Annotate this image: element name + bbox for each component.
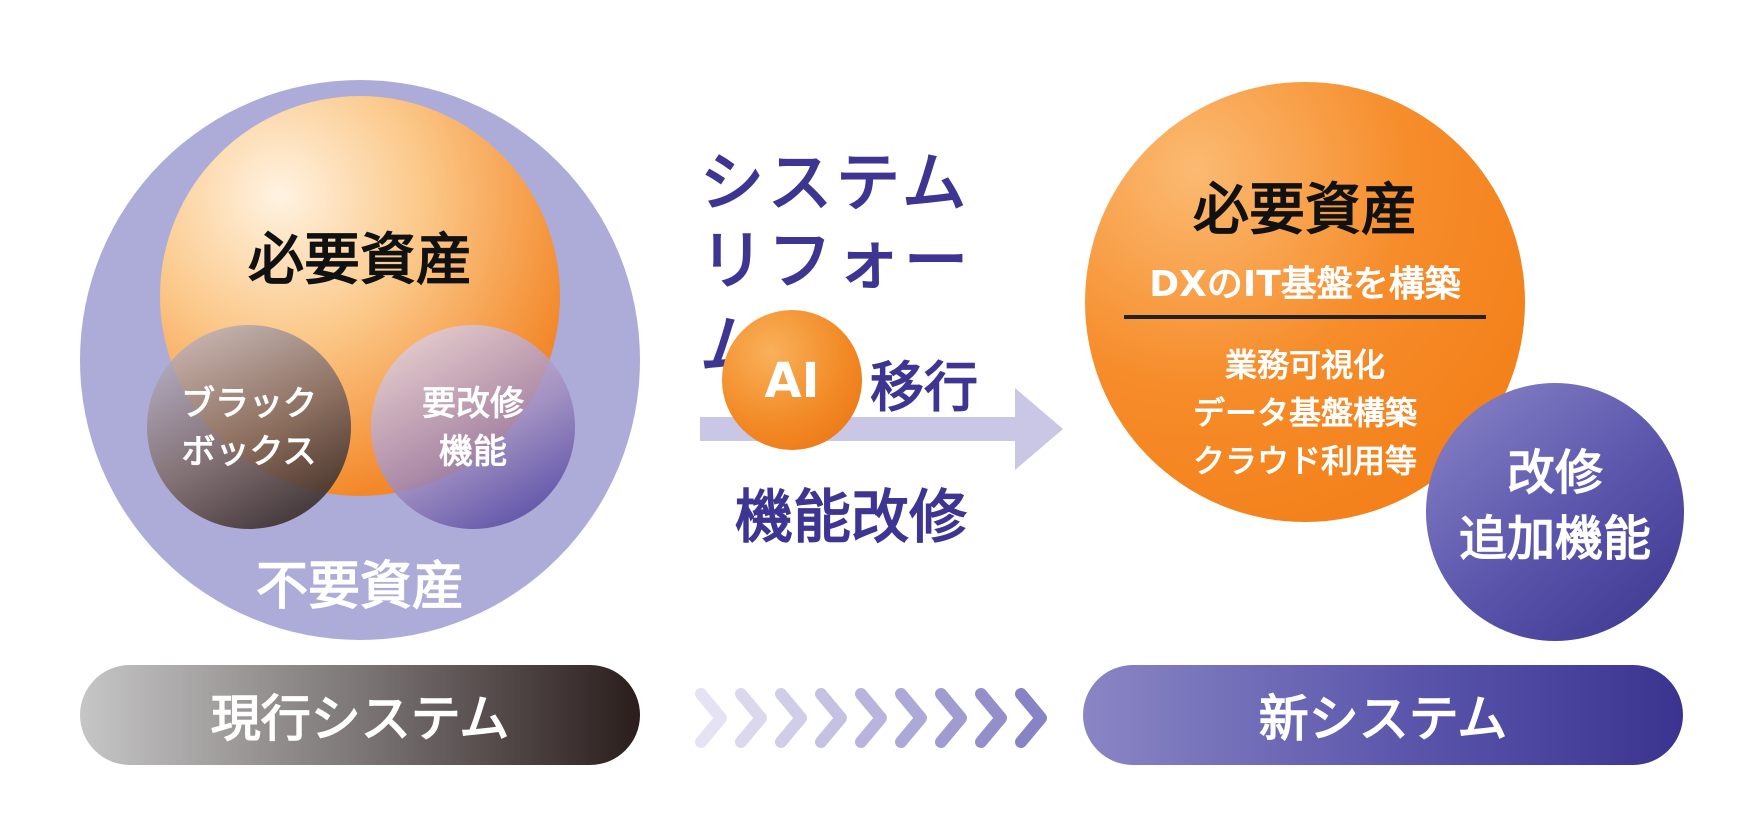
current-needed-assets-label: 必要資産 — [248, 228, 472, 293]
migration-label: 移行 — [870, 356, 978, 419]
new-system-item: データ基盤構築 — [1192, 394, 1417, 432]
ai-badge-circle — [722, 310, 862, 450]
new-system-bar — [1083, 665, 1683, 765]
chevron-progress-icon — [695, 688, 1047, 748]
unneeded-assets-label: 不要資産 — [255, 557, 464, 617]
current-system-bar — [80, 665, 640, 765]
new-needed-assets-label: 必要資産 — [1193, 178, 1417, 243]
current-system-label: 現行システム — [210, 690, 510, 748]
ai-badge-label: AI — [764, 353, 820, 409]
needs-repair-circle — [371, 325, 575, 529]
function-modification-label: 機能改修 — [735, 483, 968, 551]
new-system-item: クラウド利用等 — [1192, 442, 1417, 480]
new-system-label: 新システム — [1258, 690, 1508, 748]
needs-repair-label: 要改修 機能 — [422, 384, 524, 472]
divider — [1124, 315, 1486, 319]
dx-foundation-label: DXのIT基盤を構築 — [1149, 264, 1461, 305]
modified-added-functions-label: 改修 追加機能 — [1458, 445, 1651, 567]
modified-added-functions-circle — [1426, 383, 1684, 641]
new-system-item: 業務可視化 — [1224, 346, 1385, 384]
system-reform-title: システム リフォーム® — [700, 145, 1030, 386]
black-box-circle — [147, 325, 351, 529]
black-box-label: ブラック ボックス — [181, 384, 317, 472]
system-reform-title-text: システム リフォーム — [700, 147, 972, 384]
